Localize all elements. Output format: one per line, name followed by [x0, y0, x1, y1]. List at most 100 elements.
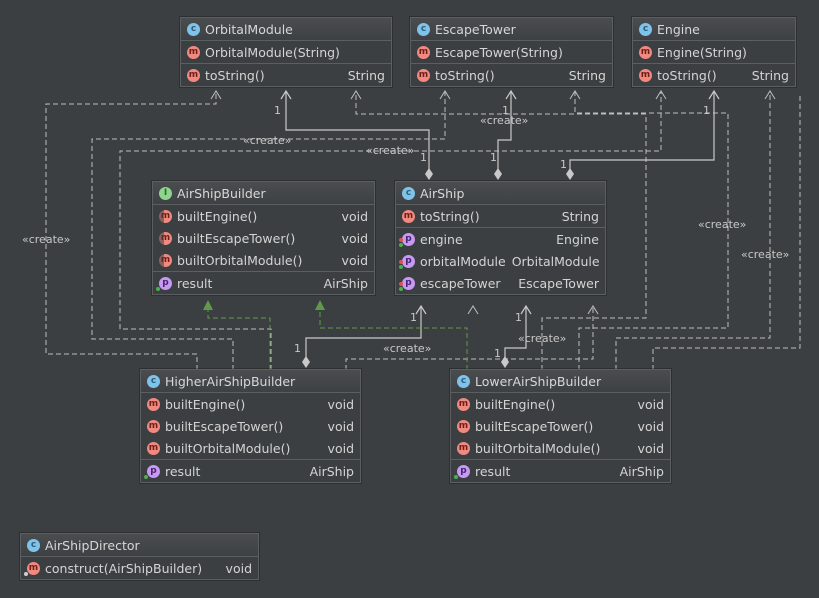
member-type: AirShip — [619, 463, 664, 479]
multiplicity-label: 1 — [502, 104, 509, 117]
member-type: void — [341, 208, 368, 224]
constructor-row[interactable]: m EscapeTower(String) — [411, 41, 612, 63]
member-name: builtEngine() — [177, 208, 258, 224]
member-name: builtEscapeTower() — [177, 230, 296, 246]
member-name: toString() — [657, 67, 717, 83]
abstract-method-icon: m — [158, 209, 172, 223]
method-icon: m — [147, 419, 160, 433]
member-type: void — [327, 418, 354, 434]
create-stereotype-label: «create» — [366, 144, 415, 157]
public-indicator-icon — [144, 474, 148, 479]
member-name: OrbitalModule(String) — [205, 44, 340, 60]
composition-diamond — [566, 168, 574, 180]
member-type: void — [637, 418, 664, 434]
class-name: AirShipDirector — [45, 537, 140, 553]
create-link-lower-engine — [615, 91, 771, 370]
member-type: EscapeTower — [518, 275, 599, 291]
member-type: AirShip — [323, 275, 368, 291]
create-stereotype-label: «create» — [22, 233, 71, 246]
member-type: void — [225, 560, 252, 576]
private-field-indicator-icon — [399, 237, 403, 242]
class-header[interactable]: c AirShipDirector — [21, 534, 258, 557]
create-stereotype-label: «create» — [383, 342, 432, 355]
multiplicity-label: 1 — [490, 151, 497, 164]
property-icon: p — [454, 464, 470, 479]
multiplicity-label: 1 — [515, 311, 522, 324]
create-link-lower-airship — [652, 95, 801, 370]
create-link-lower-escape — [574, 91, 729, 370]
public-indicator-icon — [156, 286, 160, 291]
realization-arrow — [203, 300, 213, 310]
member-name: toString() — [435, 67, 495, 83]
method-icon: m — [417, 45, 430, 59]
property-icon: p — [144, 464, 160, 479]
abstract-method-icon: m — [158, 253, 172, 267]
class-name: AirShipBuilder — [177, 185, 266, 201]
method-icon: m — [24, 561, 40, 576]
composition-airship-escape — [497, 91, 512, 170]
create-link-lower-orbital — [355, 91, 647, 370]
composition-diamond — [501, 356, 509, 368]
create-stereotype-label: «create» — [698, 218, 747, 231]
method-row[interactable]: m builtEngine() void — [153, 205, 374, 227]
method-icon: m — [402, 209, 415, 223]
member-name: escapeTower — [420, 275, 501, 291]
create-stereotype-label: «create» — [518, 332, 567, 345]
composition-diamond — [425, 168, 433, 180]
multiplicity-label: 1 — [703, 104, 710, 117]
public-indicator-icon — [454, 474, 458, 479]
class-icon: c — [27, 538, 40, 552]
package-private-indicator-icon — [24, 571, 28, 576]
class-name: Engine — [657, 21, 700, 37]
create-link-higher-escape — [91, 91, 446, 370]
create-link-higher-airship — [345, 306, 594, 370]
member-name: EscapeTower(String) — [435, 44, 563, 60]
method-icon: m — [187, 68, 200, 82]
private-field-indicator-icon — [399, 259, 403, 264]
abstract-method-icon: m — [158, 231, 172, 245]
class-name: HigherAirShipBuilder — [165, 373, 296, 389]
member-name: orbitalModule — [420, 253, 506, 269]
member-name: Engine(String) — [657, 44, 747, 60]
member-name: builtOrbitalModule() — [165, 440, 291, 456]
member-name: toString() — [205, 67, 265, 83]
multiplicity-label: 1 — [420, 151, 427, 164]
